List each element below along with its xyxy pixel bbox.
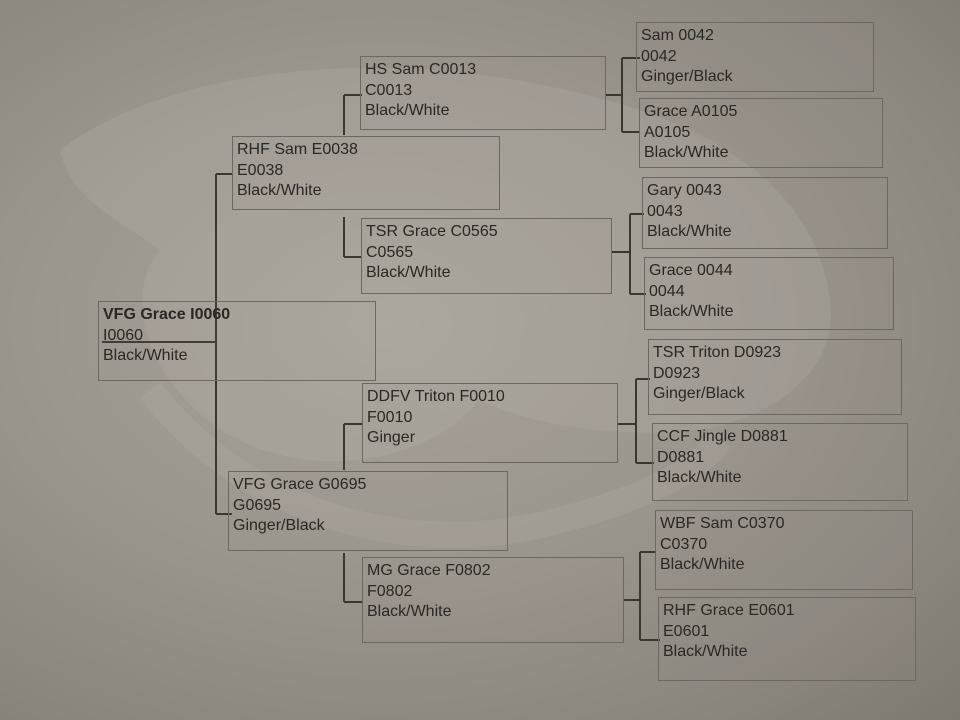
pedigree-ggp-4: Grace 0044 0044 Black/White <box>644 257 894 330</box>
dam-sire-id: F0010 <box>367 408 413 426</box>
ggp-1-name: Sam 0042 <box>641 27 714 44</box>
sire-name: RHF Sam E0038 <box>237 141 358 158</box>
sire-sire-color: Black/White <box>365 102 450 119</box>
pedigree-ggp-7: WBF Sam C0370 C0370 Black/White <box>655 510 913 590</box>
ggp-4-name: Grace 0044 <box>649 262 733 279</box>
sire-color: Black/White <box>237 182 322 199</box>
ggp-3-id: 0043 <box>647 202 683 220</box>
pedigree-ggp-3: Gary 0043 0043 Black/White <box>642 177 888 249</box>
ggp-1-color: Ginger/Black <box>641 68 733 85</box>
dam-dam-name: MG Grace F0802 <box>367 562 491 579</box>
pedigree-sire: RHF Sam E0038 E0038 Black/White <box>232 136 500 210</box>
pedigree-dam-sire: DDFV Triton F0010 F0010 Ginger <box>362 383 618 463</box>
pedigree-ggp-6: CCF Jingle D0881 D0881 Black/White <box>652 423 908 501</box>
dam-color: Ginger/Black <box>233 517 325 534</box>
root-id: I0060 <box>103 326 144 344</box>
root-name: VFG Grace I0060 <box>103 306 231 323</box>
pedigree-ggp-5: TSR Triton D0923 D0923 Ginger/Black <box>648 339 902 415</box>
ggp-5-color: Ginger/Black <box>653 385 745 402</box>
ggp-6-color: Black/White <box>657 469 742 486</box>
dam-dam-color: Black/White <box>367 603 452 620</box>
pedigree-ggp-1: Sam 0042 0042 Ginger/Black <box>636 22 874 92</box>
ggp-6-id: D0881 <box>657 448 705 466</box>
dam-sire-name: DDFV Triton F0010 <box>367 388 505 405</box>
ggp-4-id: 0044 <box>649 282 685 300</box>
ggp-7-id: C0370 <box>660 535 708 553</box>
dam-id: G0695 <box>233 496 282 514</box>
ggp-8-name: RHF Grace E0601 <box>663 602 795 619</box>
pedigree-ggp-2: Grace A0105 A0105 Black/White <box>639 98 883 168</box>
ggp-3-name: Gary 0043 <box>647 182 722 199</box>
ggp-8-id: E0601 <box>663 622 710 640</box>
dam-dam-id: F0802 <box>367 582 413 600</box>
ggp-1-id: 0042 <box>641 47 677 65</box>
dam-name: VFG Grace G0695 <box>233 476 367 493</box>
root-color: Black/White <box>103 347 188 364</box>
sire-dam-id: C0565 <box>366 243 414 261</box>
sire-sire-id: C0013 <box>365 81 413 99</box>
sire-id: E0038 <box>237 161 284 179</box>
pedigree-sire-sire: HS Sam C0013 C0013 Black/White <box>360 56 606 130</box>
pedigree-sire-dam: TSR Grace C0565 C0565 Black/White <box>361 218 612 294</box>
pedigree-dam-dam: MG Grace F0802 F0802 Black/White <box>362 557 624 643</box>
ggp-6-name: CCF Jingle D0881 <box>657 428 788 445</box>
ggp-7-name: WBF Sam C0370 <box>660 515 785 532</box>
pedigree-ggp-8: RHF Grace E0601 E0601 Black/White <box>658 597 916 681</box>
ggp-4-color: Black/White <box>649 303 734 320</box>
ggp-2-id: A0105 <box>644 123 691 141</box>
sire-sire-name: HS Sam C0013 <box>365 61 477 78</box>
sire-dam-color: Black/White <box>366 264 451 281</box>
ggp-2-name: Grace A0105 <box>644 103 738 120</box>
pedigree-root: VFG Grace I0060 I0060 Black/White <box>98 301 376 381</box>
ggp-2-color: Black/White <box>644 144 729 161</box>
sire-dam-name: TSR Grace C0565 <box>366 223 498 240</box>
ggp-3-color: Black/White <box>647 223 732 240</box>
dam-sire-color: Ginger <box>367 429 416 446</box>
ggp-5-name: TSR Triton D0923 <box>653 344 782 361</box>
pedigree-dam: VFG Grace G0695 G0695 Ginger/Black <box>228 471 508 551</box>
ggp-8-color: Black/White <box>663 643 748 660</box>
ggp-5-id: D0923 <box>653 364 701 382</box>
ggp-7-color: Black/White <box>660 556 745 573</box>
